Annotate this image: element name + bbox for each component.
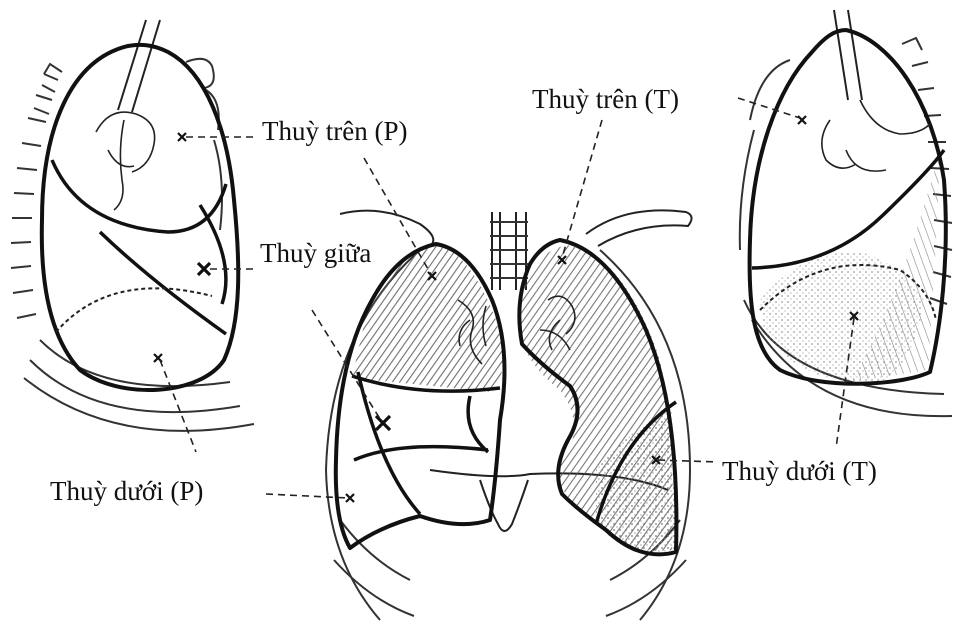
label-right-lower-lobe: Thuỳ dưới (P) [50, 478, 203, 505]
frontal-view [326, 210, 692, 620]
oblique-fissure-right [100, 232, 226, 334]
diaphragm-dome-right [56, 288, 212, 332]
marker-middle-lateral [198, 263, 210, 275]
marker-right-upper-lateral [178, 133, 186, 141]
hilum-vessels-right [96, 112, 155, 210]
label-right-upper-lobe: Thuỳ trên (P) [262, 118, 407, 145]
clavicle-left [586, 210, 692, 246]
marker-middle-frontal [376, 416, 390, 430]
leader-right-lower-lateral [160, 360, 196, 452]
label-left-upper-lobe: Thuỳ trên (T) [532, 86, 679, 113]
trachea-rings [490, 222, 528, 278]
left-lung-lateral-view [740, 10, 952, 416]
horizontal-fissure-right [52, 160, 226, 232]
oblique-fissure-frontal-right [358, 372, 420, 514]
trachea-right-view [834, 10, 862, 100]
label-middle-lobe: Thuỳ giữa [260, 240, 371, 267]
marker-right-lower-frontal [346, 494, 354, 502]
right-lung-lateral-view [11, 20, 254, 431]
xiphoid [480, 480, 528, 531]
label-left-lower-lobe: Thuỳ dưới (T) [722, 458, 877, 485]
hilum-vessels-left [822, 100, 930, 171]
leader-left-upper-frontal [562, 120, 602, 258]
leader-left-upper-lateral [738, 98, 800, 118]
trachea-left-view [118, 20, 160, 112]
